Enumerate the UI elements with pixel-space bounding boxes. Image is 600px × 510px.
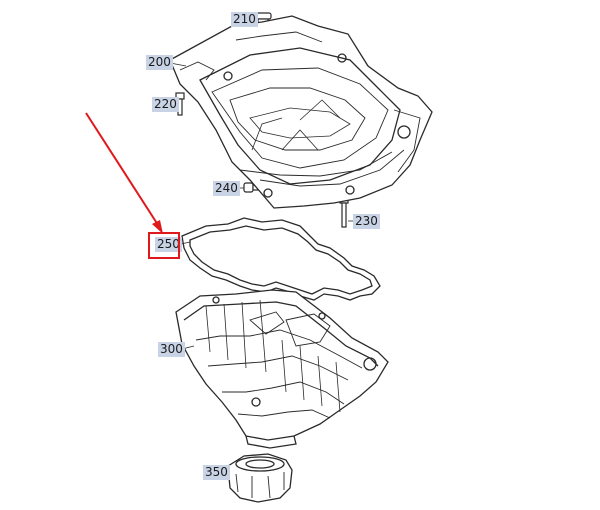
callout-350[interactable]: 350 (203, 465, 230, 480)
callout-230[interactable]: 230 (353, 214, 380, 229)
upper-oil-pan-drawing (169, 15, 433, 209)
lower-oil-pan-drawing (175, 289, 389, 449)
callout-240[interactable]: 240 (213, 181, 240, 196)
callout-250[interactable]: 250 (155, 237, 182, 252)
callout-300[interactable]: 300 (158, 342, 185, 357)
callout-200[interactable]: 200 (146, 55, 173, 70)
pointer-arrow (85, 112, 163, 234)
gasket-drawing (181, 217, 381, 301)
callout-210[interactable]: 210 (231, 12, 258, 27)
filter-housing-drawing (227, 453, 293, 503)
callout-220[interactable]: 220 (152, 97, 179, 112)
highlight-box-250 (148, 232, 180, 259)
